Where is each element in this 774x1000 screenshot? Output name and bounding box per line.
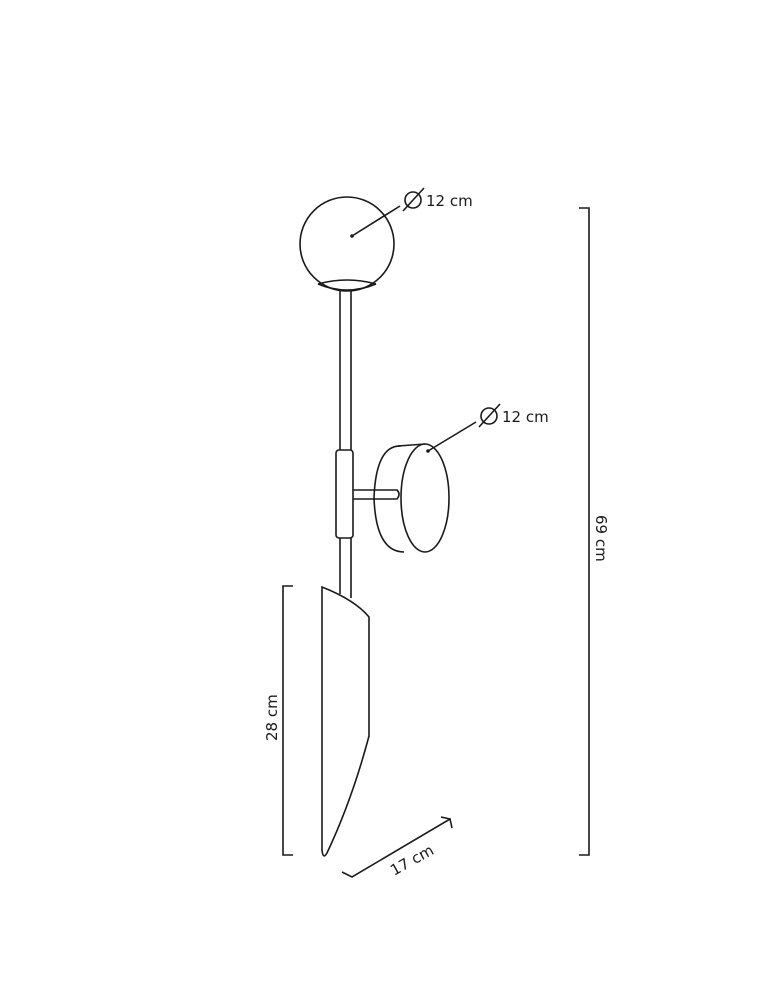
lamp-stem [335, 290, 354, 598]
lamp-arm [353, 489, 400, 500]
total-height-text: 69 cm [592, 515, 610, 562]
diameter-icon [402, 187, 425, 212]
diameter-icon [478, 403, 501, 428]
shade-depth-dimension: 17 cm [341, 816, 453, 879]
wall-plate-diameter-label: 12 cm [478, 403, 549, 428]
shade-depth-text: 17 cm [387, 841, 437, 879]
shade-height-text: 28 cm [263, 694, 281, 741]
wall-plate-diameter-text: 12 cm [502, 408, 549, 426]
wall-plate [373, 421, 477, 553]
shade-height-dimension: 28 cm [263, 585, 293, 856]
lamp-shade [321, 585, 370, 857]
globe-diameter-text: 12 cm [426, 192, 473, 210]
globe-diameter-label: 12 cm [402, 187, 473, 212]
globe [299, 196, 401, 292]
total-height-dimension: 69 cm [579, 207, 610, 856]
